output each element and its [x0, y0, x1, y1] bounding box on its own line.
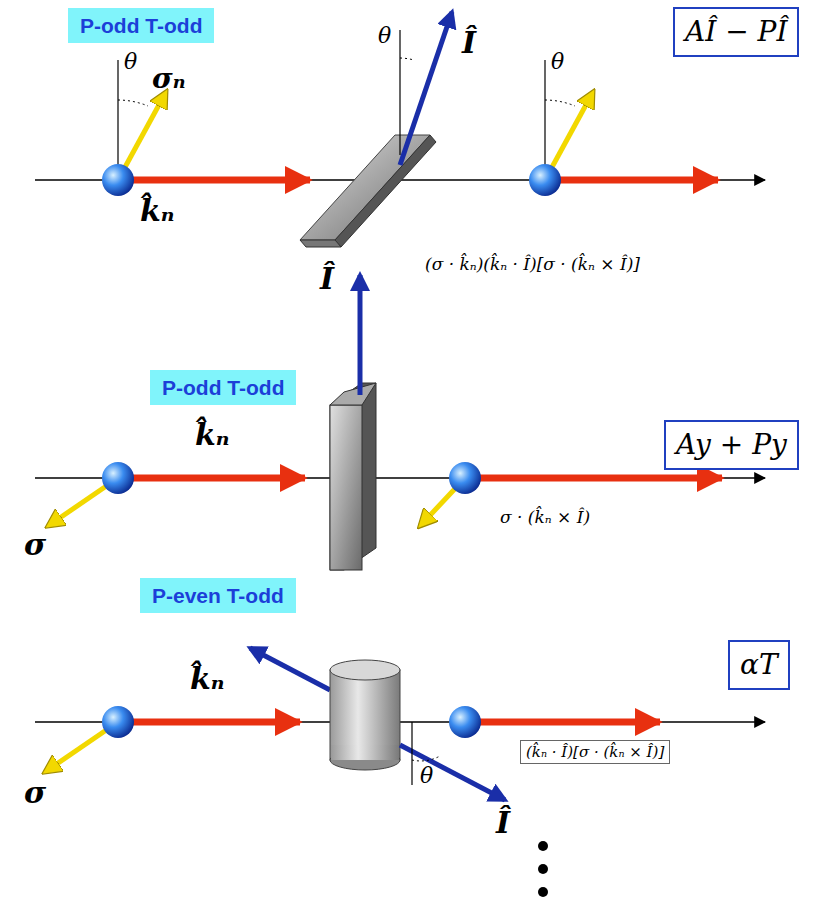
correlation-formula: σ · (k̂ₙ × Î): [500, 508, 590, 527]
momentum-symbol: k̂ₙ: [195, 418, 230, 451]
symmetry-tag: P-odd T-odd: [150, 370, 296, 405]
nuclear-spin-symbol: Î: [320, 262, 334, 295]
symmetry-tag: P-odd T-odd: [68, 8, 214, 43]
observable-box: αT: [728, 640, 790, 690]
node-text: (k̂ₙ · Î)[σ · (k̂ₙ × Î)]: [526, 743, 664, 761]
formula-box: (k̂ₙ · Î)[σ · (k̂ₙ × Î)]: [520, 740, 670, 764]
spin-symbol: σₙ: [152, 64, 185, 95]
angle-symbol: θ: [551, 50, 564, 74]
spin-symbol: σ: [24, 528, 46, 561]
panel-two: [35, 275, 765, 570]
spin-symbol: σ: [24, 776, 46, 809]
angle-symbol: θ: [420, 764, 433, 788]
node-text: P-odd T-odd: [80, 13, 202, 38]
nuclear-spin-symbol: Î: [462, 26, 476, 59]
momentum-symbol: k̂ₙ: [140, 194, 175, 227]
continuation-dots: [538, 841, 548, 897]
nuclear-spin-symbol: Î: [496, 806, 510, 839]
correlation-formula: (σ · k̂ₙ)(k̂ₙ · Î)[σ · (k̂ₙ × Î)]: [425, 255, 640, 274]
angle-symbol: θ: [124, 50, 137, 74]
angle-symbol: θ: [378, 24, 391, 48]
node-text: P-odd T-odd: [162, 375, 284, 400]
panel-one: [35, 12, 765, 247]
node-text: AÎ − PÎ: [685, 15, 787, 49]
node-text: Ay + Py: [676, 428, 787, 462]
momentum-symbol: k̂ₙ: [190, 662, 225, 695]
node-text: P-even T-odd: [152, 583, 284, 608]
symmetry-tag: P-even T-odd: [140, 578, 296, 613]
node-text: αT: [740, 648, 778, 682]
observable-box: AÎ − PÎ: [673, 7, 799, 57]
panel-three: [35, 648, 765, 800]
observable-box: Ay + Py: [664, 420, 799, 470]
